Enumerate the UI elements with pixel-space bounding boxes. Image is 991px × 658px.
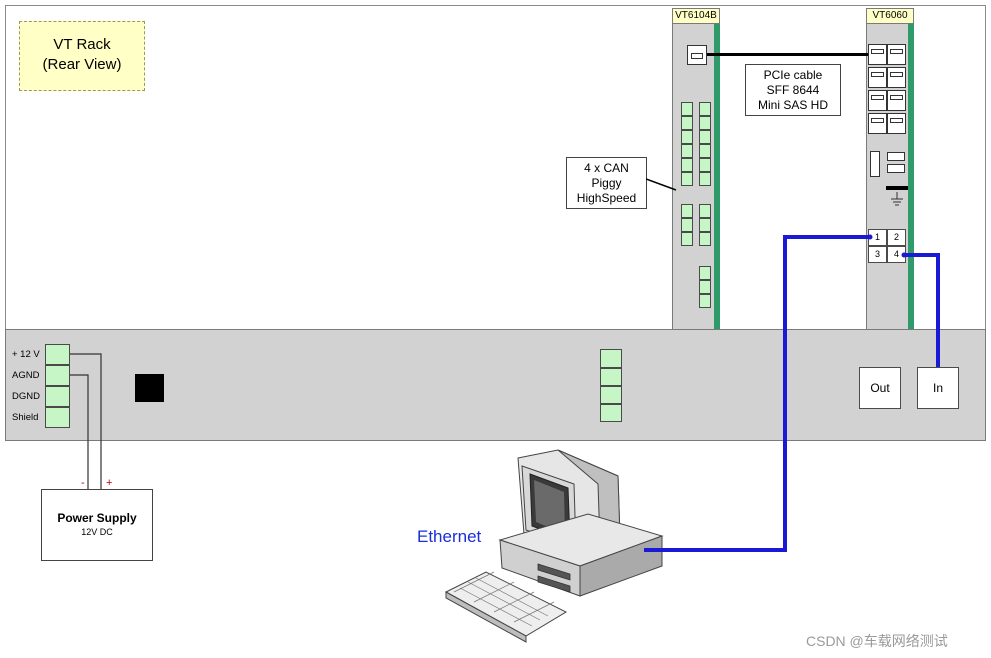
power-supply-subtitle: 12V DC — [81, 527, 113, 537]
terminal-shield — [45, 407, 70, 428]
module-vt6104b — [672, 22, 720, 330]
vt6060-sas-port-slot — [871, 49, 884, 54]
power-supply-box: Power Supply 12V DC — [41, 489, 153, 561]
computer-icon — [444, 449, 664, 643]
terminal-dgnd — [45, 386, 70, 407]
vt6060-sas-port-slot — [871, 72, 884, 77]
can-terminal-cell — [699, 232, 711, 246]
rack-title-note: VT Rack (Rear View) — [19, 21, 145, 91]
rack-frame — [5, 5, 986, 335]
vt6060-sas-port-slot — [890, 49, 903, 54]
can-terminal-cell — [699, 266, 711, 280]
pcie-callout-line3: Mini SAS HD — [757, 98, 828, 112]
can-terminal-cell — [681, 102, 693, 116]
vt6060-sas-port-slot — [890, 95, 903, 100]
can-callout-line3: HighSpeed — [576, 191, 637, 205]
can-terminal-cell — [699, 130, 711, 144]
module-vt6104b-strip — [714, 22, 720, 330]
vt6060-sas-port-slot — [871, 118, 884, 123]
can-terminal-cell — [699, 172, 711, 186]
port-3[interactable]: 3 — [868, 246, 887, 263]
rail-terminal-4 — [600, 404, 622, 422]
vt6104b-pcie-port-slot — [691, 53, 703, 59]
power-supply-title: Power Supply — [57, 511, 137, 525]
psu-minus-label: - — [81, 477, 85, 489]
port-2[interactable]: 2 — [887, 229, 906, 246]
can-terminal-cell — [681, 232, 693, 246]
can-callout-line2: Piggy — [591, 176, 622, 190]
pcie-callout-line1: PCIe cable — [763, 68, 823, 82]
pcie-callout: PCIe cable SFF 8644 Mini SAS HD — [745, 64, 841, 116]
can-callout: 4 x CAN Piggy HighSpeed — [566, 157, 647, 209]
vt6060-usb-port-1 — [887, 152, 905, 161]
terminal-label-shield: Shield — [12, 412, 39, 423]
can-terminal-cell — [699, 116, 711, 130]
can-terminal-cell — [681, 116, 693, 130]
out-port[interactable]: Out — [859, 367, 901, 409]
vt6060-bar — [886, 186, 908, 190]
can-callout-line1: 4 x CAN — [584, 161, 629, 175]
rack-rail — [5, 329, 986, 441]
can-terminal-cell — [681, 218, 693, 232]
can-terminal-cell — [699, 218, 711, 232]
module-vt6060-strip — [908, 22, 914, 330]
terminal-agnd — [45, 365, 70, 386]
can-terminal-cell — [699, 144, 711, 158]
psu-plus-label: + — [106, 477, 113, 489]
can-terminal-cell — [681, 158, 693, 172]
can-terminal-cell — [681, 172, 693, 186]
can-terminal-cell — [681, 204, 693, 218]
can-terminal-cell — [699, 102, 711, 116]
can-terminal-cell — [699, 294, 711, 308]
terminal-label-dgnd: DGND — [12, 391, 40, 402]
terminal-label-12v: + 12 V — [12, 349, 40, 360]
can-terminal-cell — [681, 130, 693, 144]
ethernet-label: Ethernet — [417, 527, 482, 546]
can-terminal-cell — [699, 204, 711, 218]
ground-icon — [891, 192, 903, 206]
vt6060-usb-port-2 — [887, 164, 905, 173]
can-terminal-cell — [699, 158, 711, 172]
watermark: CSDN @车载网络测试 — [806, 633, 948, 649]
vt6060-display-port — [870, 151, 880, 177]
rack-title: VT Rack — [53, 36, 111, 53]
can-terminal-cell — [699, 280, 711, 294]
rail-terminal-2 — [600, 368, 622, 386]
vt6060-sas-port-slot — [890, 72, 903, 77]
rack-subtitle: (Rear View) — [42, 56, 122, 73]
rail-terminal-1 — [600, 349, 622, 368]
in-port[interactable]: In — [917, 367, 959, 409]
terminal-label-agnd: AGND — [12, 370, 40, 381]
rail-black-square — [135, 374, 164, 402]
vt6060-sas-port-slot — [871, 95, 884, 100]
module-vt6060-label: VT6060 — [866, 8, 914, 24]
vt6060-sas-port-slot — [890, 118, 903, 123]
pcie-callout-line2: SFF 8644 — [766, 83, 820, 97]
rail-terminal-3 — [600, 386, 622, 404]
module-vt6104b-label: VT6104B — [672, 8, 720, 24]
can-terminal-cell — [681, 144, 693, 158]
can-callout-leader — [646, 178, 677, 191]
pcie-cable — [707, 53, 868, 56]
terminal-12v — [45, 344, 70, 365]
